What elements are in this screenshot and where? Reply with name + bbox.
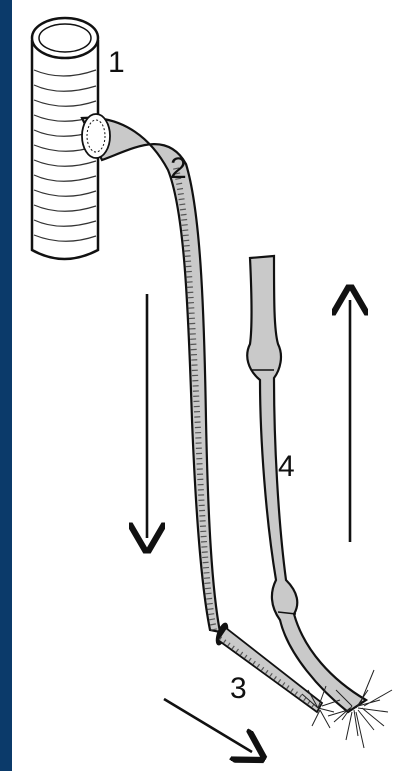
- diagram-svg: 1 2 3 4: [12, 0, 398, 771]
- diagram-panel: 1 2 3 4: [12, 0, 398, 771]
- label-1: 1: [108, 46, 125, 79]
- vein-vessel: [247, 256, 366, 712]
- label-3: 3: [230, 672, 247, 705]
- arrow-diagonal: [164, 699, 252, 752]
- label-4: 4: [278, 450, 295, 483]
- label-2: 2: [170, 152, 187, 185]
